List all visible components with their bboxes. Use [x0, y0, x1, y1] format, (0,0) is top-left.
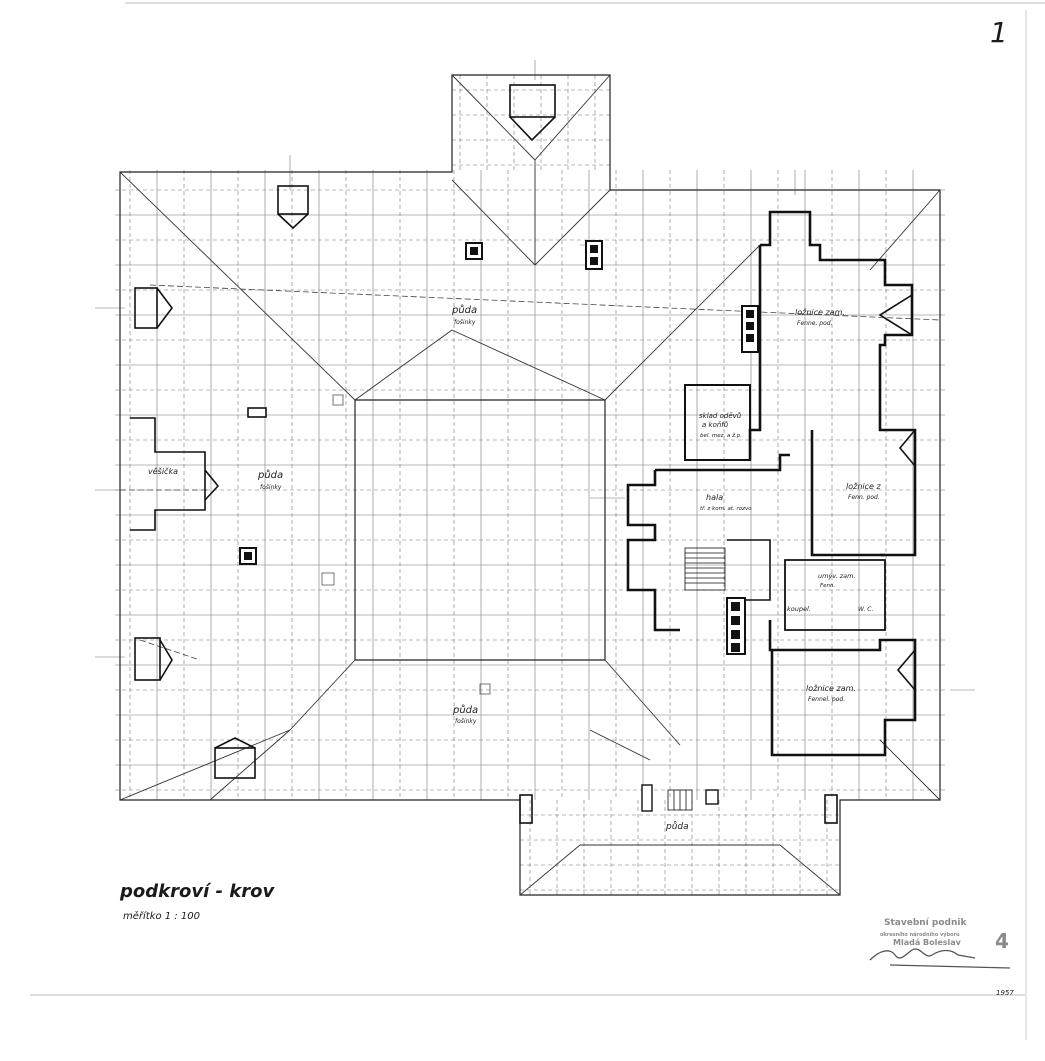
roof-hip-lines	[119, 74, 941, 896]
label-sklad-sub: bel. mez. a ž.p.	[700, 432, 742, 439]
chimneys	[239, 240, 759, 812]
label-umyvarna: umýv. zam.	[818, 572, 856, 580]
label-loznice-2-sub: Fenn. pod.	[848, 494, 880, 501]
dormers	[130, 84, 916, 824]
label-hala: hala	[706, 493, 723, 502]
east-wing-walls	[626, 210, 917, 757]
dashed-eave-lines	[120, 284, 941, 661]
room-labels: půda fošinky půda fošinky půda fošinky p…	[148, 304, 881, 832]
label-umyvarna-sub: Fenn.	[820, 583, 836, 589]
sheet-number: 1	[990, 16, 1008, 49]
label-puda-south: půda	[452, 704, 478, 716]
label-vesicka: věšička	[148, 466, 178, 476]
stamp-line-3: Mladá Boleslav	[893, 938, 962, 947]
sheet-year: 1957	[996, 989, 1014, 997]
label-sklad: sklad oděvů	[699, 412, 742, 420]
label-loznice-1: ložnice zam.	[795, 308, 845, 317]
roof-outline	[119, 74, 941, 896]
label-puda-porch: půda	[665, 821, 689, 832]
label-sklad-2: a koňfů	[702, 421, 729, 429]
label-puda-south-sub: fošinky	[455, 718, 477, 725]
stamp-line-1: Stavební podnik	[884, 918, 967, 928]
approval-stamp: Stavební podnik okresního národního výbo…	[869, 918, 1014, 997]
stamp-line-2: okresního národního výboru	[880, 931, 960, 938]
label-puda-north-sub: fošinky	[454, 319, 476, 326]
label-loznice-1-sub: Fenne, pod.	[797, 320, 833, 327]
roof-hatches	[321, 394, 491, 695]
label-wc: W. C.	[858, 606, 873, 613]
label-puda-west-sub: fošinky	[260, 484, 282, 491]
sheet-scale: měřítko 1 : 100	[123, 910, 200, 922]
staircase	[667, 547, 726, 811]
label-koupel: koupel.	[787, 605, 811, 613]
label-loznice-3: ložnice zam.	[806, 684, 856, 693]
label-loznice-2: ložnice z	[846, 482, 881, 491]
label-puda-north: půda	[451, 304, 477, 316]
label-puda-west: půda	[257, 469, 283, 481]
courtyard-opening	[354, 399, 606, 661]
signature-image	[869, 948, 1011, 969]
sheet-title: podkroví - krov	[119, 881, 275, 902]
label-hala-sub: tř. z kom. at. rozvo	[700, 505, 752, 512]
stamp-corner-number: 4	[995, 929, 1009, 953]
label-loznice-3-sub: Fennel. pod.	[808, 696, 845, 703]
